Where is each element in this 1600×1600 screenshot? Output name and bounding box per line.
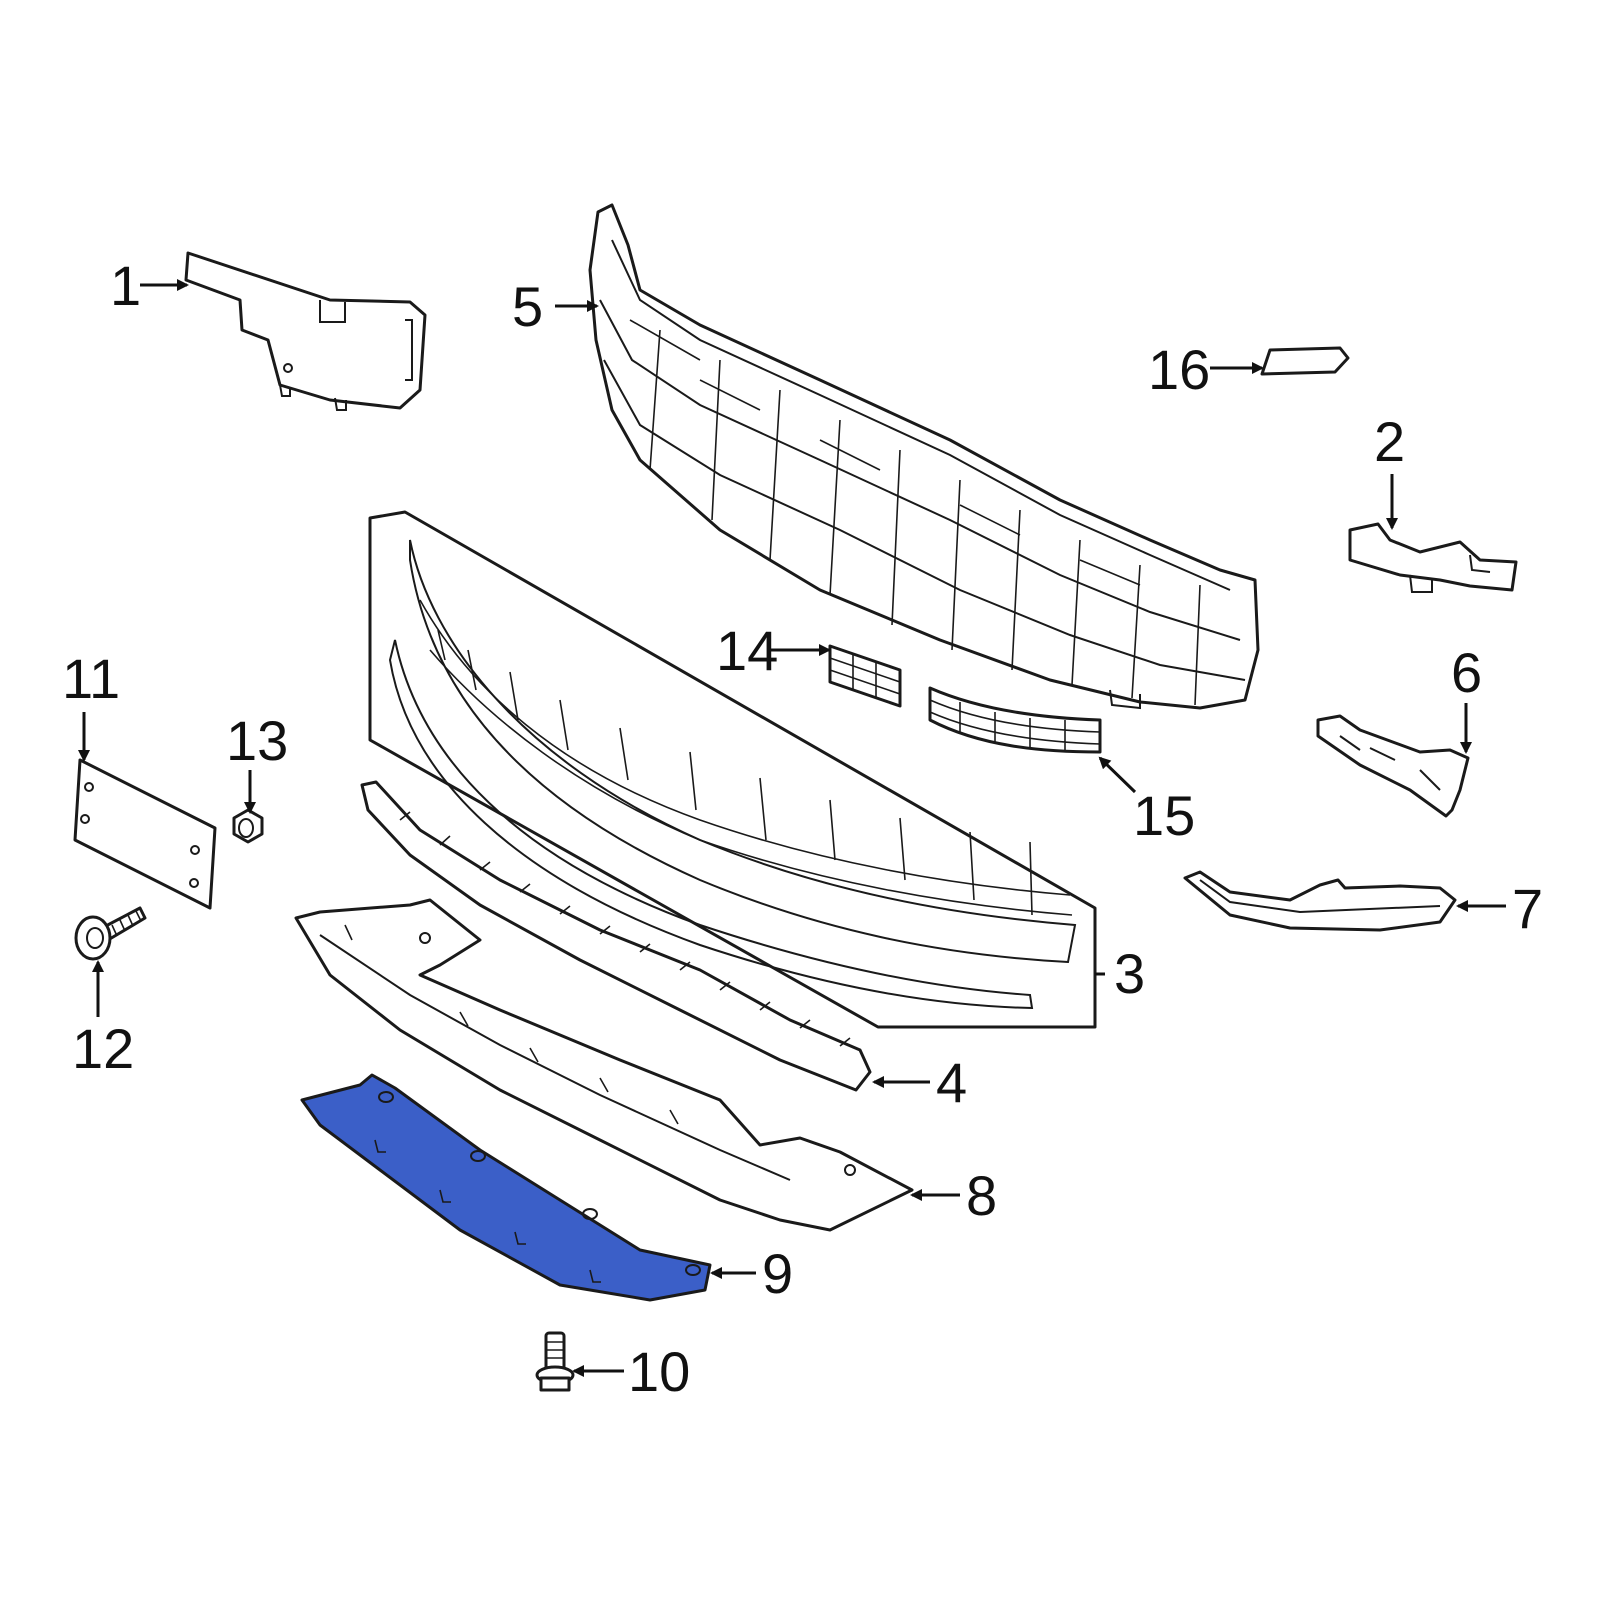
callout-15: 15 [1133,784,1195,847]
callout-14: 14 [716,619,778,682]
callout-9: 9 [762,1242,793,1305]
part-15-grille-strip[interactable] [928,686,1102,754]
callout-4: 4 [936,1051,967,1114]
callout-10: 10 [628,1340,690,1403]
part-10-bolt[interactable] [535,1331,575,1392]
part-16-cap[interactable] [1260,346,1350,376]
callout-11: 11 [62,647,120,710]
callout-5: 5 [512,275,543,338]
part-6-side-bracket[interactable] [1316,714,1470,818]
callout-8: 8 [966,1164,997,1227]
part-7-side-trim[interactable] [1183,870,1457,932]
part-1-bracket[interactable] [184,251,427,411]
callout-3: 3 [1114,942,1145,1005]
part-12-screw[interactable] [74,906,147,961]
part-5-absorber[interactable] [588,203,1260,710]
callout-2: 2 [1374,410,1405,473]
callout-7: 7 [1512,877,1543,940]
callout-16: 16 [1148,338,1210,401]
callout-6: 6 [1451,641,1482,704]
leader-lines [78,279,1506,1377]
callout-13: 13 [226,709,288,772]
part-9-fill [300,1073,712,1302]
part-13-nut[interactable] [232,808,264,844]
part-2-bracket[interactable] [1348,522,1518,593]
callout-12: 12 [72,1017,134,1080]
part-8-lower-valance[interactable] [294,898,914,1232]
callout-1: 1 [110,254,141,317]
callout-labels: 1 5 16 2 6 7 3 4 8 9 10 11 13 12 14 15 [62,254,1543,1403]
part-14-grille-insert[interactable] [828,644,902,708]
part-3-grille-panel[interactable] [368,510,1097,1029]
part-4-reinforcement-strip[interactable] [360,780,872,1092]
part-11-plate-bracket[interactable] [73,758,217,910]
part-9-skid-plate[interactable] [300,1073,712,1302]
